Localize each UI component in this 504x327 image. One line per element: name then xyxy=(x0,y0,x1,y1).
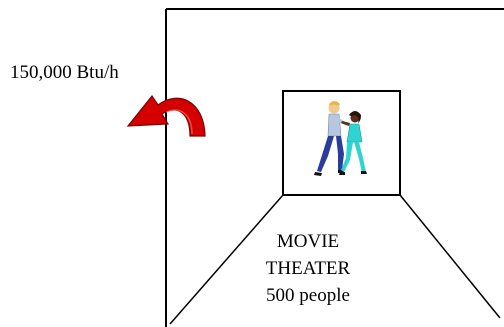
theater-line-1: MOVIE xyxy=(248,228,368,255)
heat-flow-label: 150,000 Btu/h xyxy=(10,62,119,84)
theater-line-3: 500 people xyxy=(248,282,368,309)
theater-caption: MOVIE THEATER 500 people xyxy=(248,228,368,309)
right-floor-line xyxy=(400,195,500,318)
theater-line-2: THEATER xyxy=(248,255,368,282)
